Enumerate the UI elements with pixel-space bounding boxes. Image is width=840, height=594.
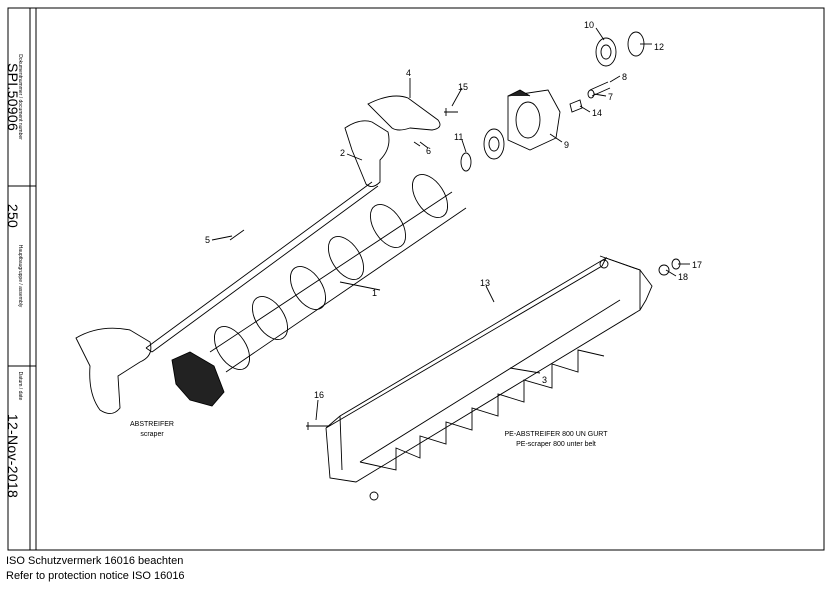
bolt-16 [306, 422, 328, 430]
roller-disc [289, 266, 327, 310]
nut [413, 141, 421, 147]
callout-7: 7 [608, 92, 613, 102]
leader-11 [461, 139, 467, 153]
leader-9 [549, 133, 563, 143]
leader-10 [595, 27, 605, 41]
screw [589, 81, 611, 97]
scraper-blade-upper [344, 120, 390, 187]
callout-5: 5 [205, 235, 210, 245]
leader-13 [485, 285, 495, 303]
outer-border [7, 7, 825, 551]
callout-13: 13 [480, 278, 490, 288]
leader-1 [339, 281, 381, 291]
scraper-bar [145, 181, 379, 353]
roller-disc [369, 204, 407, 248]
callout-10: 10 [584, 20, 594, 30]
callout-8: 8 [622, 72, 627, 82]
callout-3: 3 [542, 375, 547, 385]
scraper-caption-de: ABSTREIFER [130, 421, 174, 428]
roller-shaft [209, 191, 467, 373]
callout-16: 16 [314, 390, 324, 400]
scraper-arm-top [367, 95, 441, 131]
mounting-hole [599, 259, 609, 269]
scraper-blade-lower [75, 327, 152, 414]
roller-disc [327, 236, 365, 280]
callout-12: 12 [654, 42, 664, 52]
bearing [483, 128, 505, 160]
roller-disc [213, 326, 251, 370]
pe-scraper-top-edge [325, 256, 608, 429]
bearing-inner [600, 44, 612, 60]
leader-3 [509, 367, 541, 374]
callout-9: 9 [564, 140, 569, 150]
scraper-bar-end [145, 347, 153, 353]
pe-scraper-end-plate [599, 255, 653, 311]
callout-4: 4 [406, 68, 411, 78]
pe-scraper-inner [339, 299, 621, 471]
leader-14 [579, 105, 591, 113]
callout-2: 2 [340, 148, 345, 158]
leader-2 [346, 153, 363, 161]
bearing [595, 37, 617, 67]
pe-scraper-caption-en: PE-scraper 800 unter belt [516, 441, 596, 448]
mounting-hole [369, 491, 379, 501]
bolt [444, 108, 458, 116]
bearing-housing-bore [515, 101, 541, 139]
roller-disc [411, 174, 449, 218]
callout-6: 6 [426, 146, 431, 156]
roller-disc [251, 296, 289, 340]
bearing-inner [488, 136, 500, 152]
callout-17: 17 [692, 260, 702, 270]
footer-note-en: Refer to protection notice ISO 16016 [6, 570, 185, 582]
bolt-5 [229, 229, 245, 241]
scraper-caption-en: scraper [140, 431, 164, 438]
bushing [569, 99, 583, 113]
leader-6 [419, 141, 429, 149]
leader-7 [593, 93, 607, 97]
callout-14: 14 [592, 108, 602, 118]
callout-11: 11 [454, 132, 463, 142]
leader-16 [315, 399, 319, 421]
callout-18: 18 [678, 272, 688, 282]
pe-scraper-caption-de: PE-ABSTREIFER 800 UN GURT [505, 431, 609, 438]
footer-note-de: ISO Schutzvermerk 16016 beachten [6, 555, 184, 567]
pe-scraper-teeth [359, 349, 605, 471]
leader-15 [451, 87, 463, 107]
leader-8 [609, 75, 621, 83]
leader-18 [665, 269, 677, 277]
callout-1: 1 [372, 288, 377, 298]
bearing-housing-cap [507, 89, 531, 97]
roller-drive-end [171, 351, 225, 407]
washer [587, 89, 595, 99]
callout-15: 15 [458, 82, 468, 92]
leader-5 [211, 235, 233, 241]
retaining-ring [460, 152, 472, 172]
washer [658, 264, 670, 276]
